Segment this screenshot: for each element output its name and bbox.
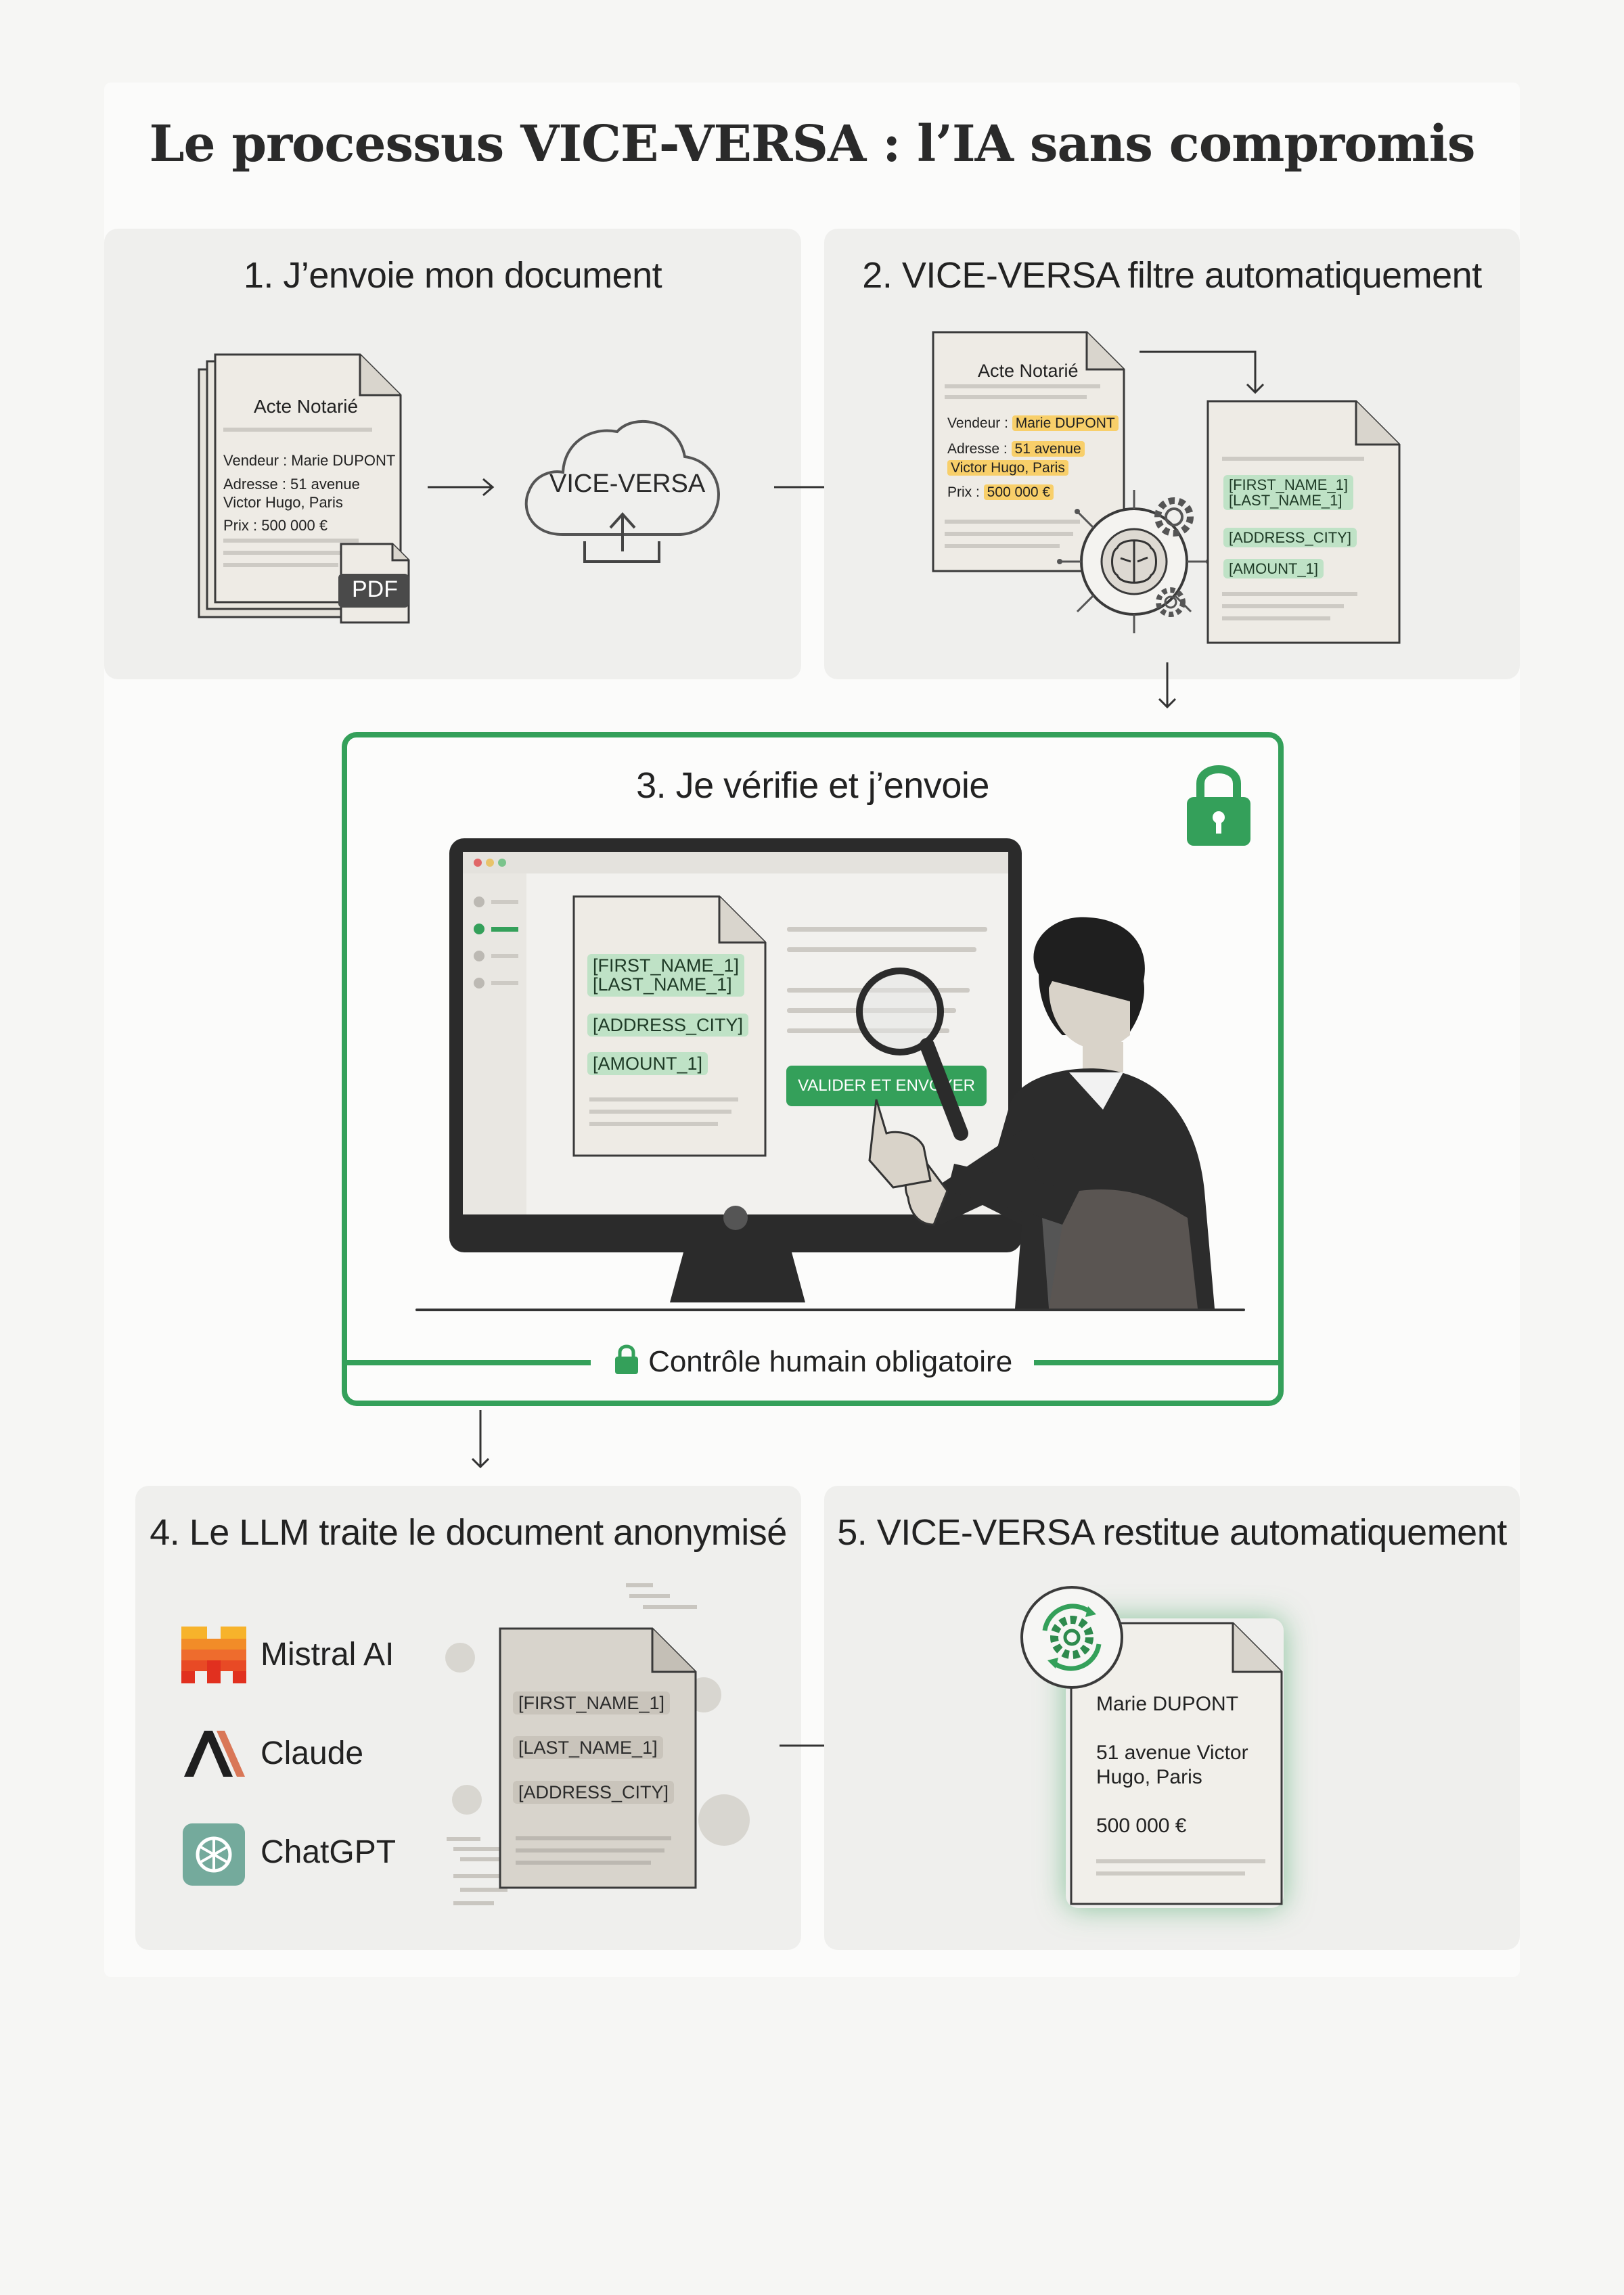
step5-amount: 500 000 €	[1096, 1815, 1187, 1837]
screen-text-line	[787, 927, 987, 932]
arrow-step3-to-step4	[471, 1410, 490, 1469]
cloud-label: VICE-VERSA	[549, 470, 706, 498]
step2-vendeur-label: Vendeur :	[947, 415, 1012, 431]
arrow-filter-to-anon	[1140, 350, 1265, 394]
step3-tag-amount: [AMOUNT_1]	[587, 1052, 708, 1076]
pointing-hand-icon	[868, 1099, 932, 1189]
step4-tag-last: [LAST_NAME_1]	[513, 1736, 663, 1760]
lock-icon	[1187, 765, 1250, 846]
chatgpt-logo-icon	[183, 1823, 245, 1886]
human-control-footer: Contrôle humain obligatoire	[342, 1343, 1284, 1379]
step1-prix: Prix : 500 000 €	[223, 517, 328, 534]
step2-adresse-highlight: 51 avenue	[1011, 441, 1085, 457]
page-title: Le processus VICE-VERSA : l’IA sans comp…	[149, 115, 1475, 173]
step5-name: Marie DUPONT	[1096, 1693, 1239, 1715]
mistral-logo-icon	[181, 1627, 246, 1683]
llm-name-mistral: Mistral AI	[261, 1637, 394, 1673]
step5-title: 5. VICE-VERSA restitue automatiquement	[837, 1512, 1507, 1553]
gear-icon	[1154, 497, 1194, 537]
step4-title: 4. Le LLM traite le document anonymisé	[150, 1512, 787, 1553]
llm-name-claude: Claude	[261, 1735, 364, 1771]
step2-adresse-label: Adresse :	[947, 441, 1012, 457]
step2-vendeur-highlight: Marie DUPONT	[1012, 415, 1119, 431]
footer-line-left	[347, 1360, 591, 1365]
step1-title: 1. J’envoie mon document	[243, 255, 662, 296]
step1-doc-title: Acte Notarié	[254, 396, 359, 417]
pdf-badge: PDF	[352, 576, 398, 602]
llm-name-chatgpt: ChatGPT	[261, 1834, 397, 1870]
step4-tag-first: [FIRST_NAME_1]	[513, 1691, 671, 1715]
step5-document	[1070, 1622, 1283, 1905]
step2-anonymized-document	[1206, 400, 1401, 644]
step2-title: 2. VICE-VERSA filtre automatiquement	[862, 255, 1482, 296]
person-icon	[904, 917, 1215, 1309]
arrow-step2-to-step3	[1158, 662, 1177, 709]
step4-tag-city: [ADDRESS_CITY]	[513, 1781, 675, 1804]
gear-icon-small	[1156, 587, 1186, 617]
step2-prix: Prix : 500 000 €	[947, 484, 1054, 501]
lock-icon-small	[614, 1344, 638, 1374]
step5-address: 51 avenue Victor Hugo, Paris	[1096, 1742, 1248, 1788]
step3-tag-name: [FIRST_NAME_1] [LAST_NAME_1]	[587, 954, 745, 997]
pdf-icon	[338, 543, 410, 624]
sync-gear-icon	[1020, 1586, 1123, 1689]
step2-tag-amount: [AMOUNT_1]	[1223, 559, 1324, 579]
brain-chip-icon	[1057, 490, 1211, 633]
step1-vendeur: Vendeur : Marie DUPONT	[223, 452, 396, 469]
step2-prix-label: Prix :	[947, 484, 984, 500]
step1-adresse-2: Victor Hugo, Paris	[223, 494, 343, 511]
step1-adresse-1: Adresse : 51 avenue	[223, 476, 360, 493]
step2-doc-title: Acte Notarié	[978, 361, 1079, 381]
magnifier-icon	[856, 968, 968, 1141]
cloud-upload-icon	[524, 419, 720, 563]
step2-tag-city: [ADDRESS_CITY]	[1223, 528, 1357, 548]
step3-tag-city: [ADDRESS_CITY]	[587, 1014, 749, 1037]
step2-adresse-2-highlight: Victor Hugo, Paris	[947, 460, 1068, 476]
screen-text-line	[787, 947, 976, 952]
footer-line-right	[1034, 1360, 1278, 1365]
arrow-1-to-cloud	[428, 478, 495, 497]
step3-title: 3. Je vérifie et j’envoie	[636, 765, 989, 806]
desk-line	[415, 1309, 1245, 1311]
step2-adresse-2: Victor Hugo, Paris	[947, 460, 1068, 476]
step2-adresse: Adresse : 51 avenue	[947, 441, 1085, 457]
step2-tag-name: [FIRST_NAME_1] [LAST_NAME_1]	[1223, 475, 1354, 511]
claude-logo-icon	[184, 1731, 245, 1777]
human-control-label: Contrôle humain obligatoire	[648, 1345, 1013, 1378]
step2-vendeur: Vendeur : Marie DUPONT	[947, 415, 1119, 432]
step2-prix-highlight: 500 000 €	[983, 484, 1054, 500]
